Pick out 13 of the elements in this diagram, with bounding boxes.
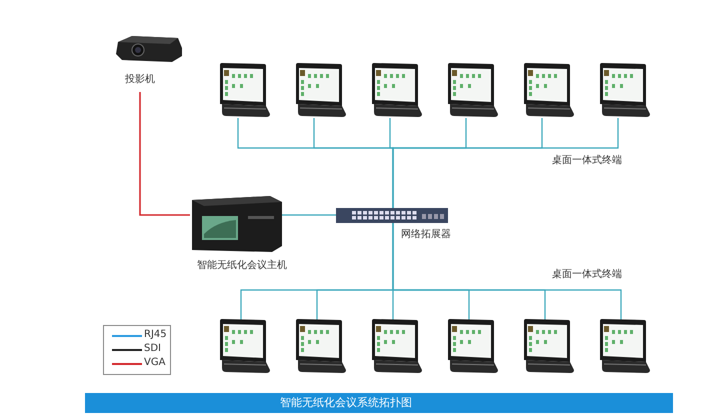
legend-label: SDI — [144, 343, 161, 354]
device-label: 网络拓展器 — [401, 228, 451, 241]
device-label: 投影机 — [125, 72, 155, 86]
cable-line — [139, 92, 190, 216]
cable-line — [392, 118, 619, 208]
group-label: 桌面一体式终端 — [552, 268, 622, 281]
device-label: 智能无纸化会议主机 — [197, 258, 287, 272]
cable-line — [282, 214, 336, 216]
legend-label: RJ45 — [144, 329, 167, 340]
caption-band: 智能无纸化会议系统拓扑图 — [85, 393, 673, 413]
cable-line — [392, 223, 622, 320]
group-label: 桌面一体式终端 — [552, 154, 622, 167]
legend-label: VGA — [144, 357, 166, 368]
